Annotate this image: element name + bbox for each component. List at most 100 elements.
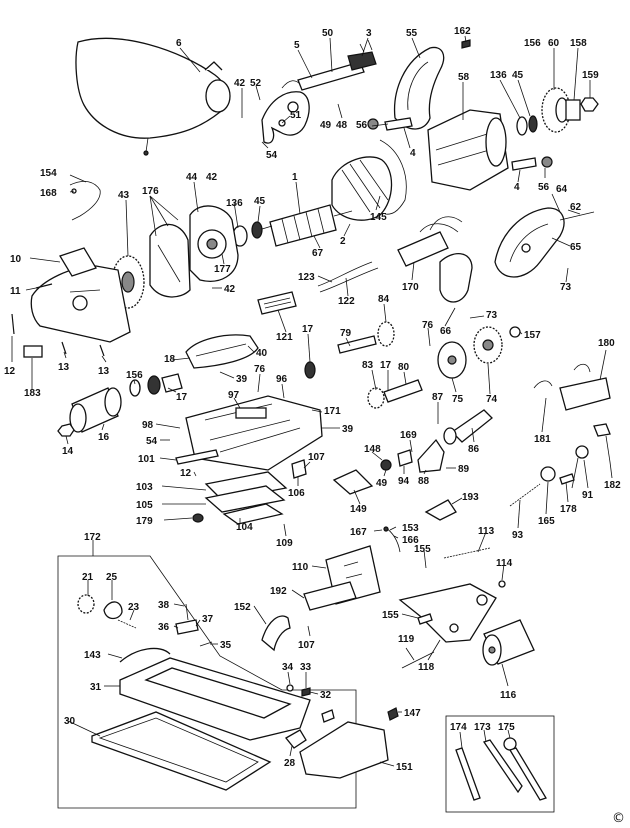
part-plate-101 [175, 449, 219, 465]
callout-25: 25 [106, 572, 118, 583]
callout-14: 14 [62, 446, 74, 457]
part-tracking-knob [443, 409, 493, 445]
callout-88: 88 [418, 476, 430, 487]
callout-136b: 136 [226, 198, 243, 209]
callout-192: 192 [270, 586, 287, 597]
part-bracket-192 [303, 581, 357, 611]
part-drive-shaft [304, 335, 377, 379]
callout-89: 89 [458, 464, 470, 475]
callout-147: 147 [404, 708, 421, 719]
part-screw-162 [461, 39, 471, 49]
callout-105: 105 [136, 500, 153, 511]
callout-2: 2 [340, 236, 346, 247]
callout-43: 43 [118, 190, 130, 201]
inset-platen-box [57, 555, 357, 809]
callout-87: 87 [432, 392, 444, 403]
callout-162: 162 [454, 26, 471, 37]
part-lever-143 [119, 647, 171, 663]
callout-45b: 45 [254, 196, 266, 207]
part-spacer-179 [192, 513, 204, 523]
part-blower-housing [30, 247, 131, 343]
callout-93: 93 [512, 530, 524, 541]
part-knob-21 [77, 594, 95, 614]
part-pin-119 [401, 651, 435, 669]
part-idler-assembly [367, 379, 423, 409]
part-brush-holder-bracket [261, 91, 310, 144]
part-carbon-brush [367, 117, 553, 171]
callout-75: 75 [452, 394, 464, 405]
callout-16: 16 [98, 432, 110, 443]
callout-17: 17 [302, 324, 314, 335]
part-nameplate [257, 291, 297, 315]
part-switch-assembly [397, 216, 463, 267]
callout-107b: 107 [298, 640, 315, 651]
callout-50: 50 [322, 28, 334, 39]
callout-60: 60 [548, 38, 560, 49]
part-pad-151 [299, 721, 389, 779]
callout-37: 37 [202, 614, 214, 625]
callout-45: 45 [512, 70, 524, 81]
callout-1: 1 [292, 172, 298, 183]
part-platen-frame-31 [119, 657, 311, 741]
leader-lines [11, 35, 613, 767]
callout-159: 159 [582, 70, 599, 81]
callout-65: 65 [570, 242, 582, 253]
callout-183: 183 [24, 388, 41, 399]
callout-180: 180 [598, 338, 615, 349]
callout-101: 101 [138, 454, 155, 465]
callout-3: 3 [366, 28, 372, 39]
part-lever-106 [291, 459, 307, 479]
callout-13: 13 [58, 362, 70, 373]
callout-165: 165 [538, 516, 555, 527]
callout-4: 4 [410, 148, 416, 159]
part-label-plate [23, 345, 43, 358]
callout-84: 84 [378, 294, 390, 305]
part-drive-belt [439, 253, 473, 303]
part-front-roller [69, 387, 122, 433]
callout-114: 114 [496, 558, 513, 569]
part-plate-149 [332, 469, 374, 495]
callout-152: 152 [234, 602, 251, 613]
callout-38: 38 [158, 600, 170, 611]
part-fasteners-32-34 [286, 684, 311, 697]
callout-156: 156 [524, 38, 541, 49]
callout-175: 175 [498, 722, 515, 733]
callout-39b: 39 [342, 424, 354, 435]
part-cam-25 [103, 601, 123, 620]
callout-17b: 17 [380, 360, 392, 371]
callout-156b: 156 [126, 370, 143, 381]
callout-158: 158 [570, 38, 587, 49]
callout-172: 172 [84, 532, 101, 543]
callout-31: 31 [90, 682, 102, 693]
callout-83: 83 [362, 360, 374, 371]
callout-30: 30 [64, 716, 76, 727]
callout-21: 21 [82, 572, 94, 583]
part-front-bearing [129, 373, 183, 397]
part-dust-bag [75, 37, 231, 156]
part-belt-cover [185, 334, 259, 369]
callout-97: 97 [228, 390, 240, 401]
callout-107: 107 [308, 452, 325, 463]
callout-76: 76 [422, 320, 434, 331]
part-rear-guard [533, 363, 611, 411]
part-cable-sleeve [281, 39, 377, 91]
callout-174: 174 [450, 722, 467, 733]
part-clip-36-37 [175, 603, 199, 635]
callout-36: 36 [158, 622, 170, 633]
callout-116: 116 [500, 690, 517, 701]
part-nut-14 [57, 423, 75, 437]
callout-17c: 17 [176, 392, 188, 403]
callout-94: 94 [398, 476, 410, 487]
part-front-handle [494, 207, 595, 278]
part-platen-layers [204, 471, 288, 525]
callout-113: 113 [478, 526, 495, 537]
part-pivot-pin [380, 449, 413, 471]
callout-91: 91 [582, 490, 594, 501]
part-rear-roller [482, 619, 535, 666]
callout-55: 55 [406, 28, 418, 39]
callout-177: 177 [214, 264, 231, 275]
inset-tools-box [445, 715, 555, 813]
callout-154: 154 [40, 168, 57, 179]
callout-182: 182 [604, 480, 621, 491]
callout-136: 136 [490, 70, 507, 81]
